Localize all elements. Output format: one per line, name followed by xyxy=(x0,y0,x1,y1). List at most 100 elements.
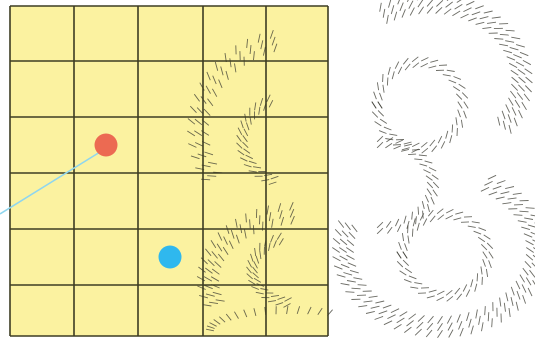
hatch-stroke xyxy=(446,209,453,213)
hatch-stroke xyxy=(394,12,397,21)
hatch-stroke xyxy=(412,57,418,62)
hatch-stroke xyxy=(489,192,497,195)
hatch-stroke xyxy=(397,252,401,259)
hatch-stroke xyxy=(407,0,411,2)
hatch-stroke xyxy=(511,70,519,75)
hatch-stroke xyxy=(350,270,359,273)
hatch-stroke xyxy=(412,150,420,151)
hatch-stroke xyxy=(438,215,444,220)
hatch-stroke xyxy=(472,12,480,15)
hatch-stroke xyxy=(427,7,433,14)
hatch-stroke xyxy=(419,7,424,14)
hatch-stroke xyxy=(377,142,383,148)
hatch-stroke xyxy=(380,93,383,101)
hatch-stroke xyxy=(429,66,437,68)
hatch-stroke xyxy=(397,261,403,267)
hatch-stroke xyxy=(509,308,510,317)
hatch-stroke xyxy=(504,303,505,312)
hatch-stroke xyxy=(455,4,463,9)
hatch-stroke xyxy=(387,15,389,24)
hatch-stroke xyxy=(514,215,523,216)
hatch-stroke xyxy=(436,0,443,6)
hatch-stroke xyxy=(484,181,492,185)
hatch-stroke xyxy=(377,222,383,228)
hatch-stroke xyxy=(427,182,433,188)
hatch-stroke xyxy=(423,219,427,226)
hatch-stroke xyxy=(395,219,398,226)
hatch-stroke xyxy=(488,175,496,179)
hatch-stroke xyxy=(426,330,432,337)
hatch-stroke xyxy=(446,2,453,8)
hatch-stroke xyxy=(521,227,530,230)
hatch-stroke xyxy=(466,290,470,297)
hatch-stroke xyxy=(423,170,430,174)
hatch-stroke xyxy=(358,306,367,307)
hatch-stroke xyxy=(518,69,525,74)
hatch-stroke xyxy=(502,111,505,119)
hatch-stroke xyxy=(463,284,467,291)
hatch-stroke xyxy=(526,248,533,253)
hatch-stroke xyxy=(372,102,376,109)
hatch-stroke xyxy=(410,287,418,288)
hatch-stroke xyxy=(474,231,482,234)
hatch-stroke xyxy=(457,314,460,322)
hatch-stroke xyxy=(429,290,437,292)
hatch-stroke xyxy=(447,316,451,324)
hatch-stroke xyxy=(523,268,529,275)
hatch-stroke xyxy=(517,291,520,300)
hatch-stroke xyxy=(387,78,388,86)
hatch-stroke xyxy=(508,198,517,199)
hatch-stroke xyxy=(383,9,385,18)
red-dot[interactable] xyxy=(95,134,118,157)
hatch-stroke xyxy=(423,211,424,219)
hatch-stroke xyxy=(380,119,387,123)
hatch-stroke xyxy=(391,309,399,313)
hatch-stroke xyxy=(500,34,509,35)
hatch-stroke xyxy=(511,287,514,296)
hatch-stroke xyxy=(405,243,408,250)
hatch-stroke xyxy=(516,45,525,48)
hatch-stroke xyxy=(452,11,460,16)
hatch-stroke xyxy=(340,256,348,260)
hatch-stroke xyxy=(487,243,493,249)
hatch-stroke xyxy=(409,1,413,9)
hatch-stroke xyxy=(353,278,362,280)
hatch-stroke xyxy=(509,125,511,134)
hatch-stroke xyxy=(522,284,526,292)
hatch-stroke xyxy=(450,135,452,143)
hatch-stroke xyxy=(461,120,462,128)
hatch-stroke xyxy=(400,3,403,11)
game-board[interactable] xyxy=(10,6,328,336)
hatch-stroke xyxy=(443,75,451,76)
hatch-stroke xyxy=(412,143,419,147)
hatch-stroke xyxy=(524,218,533,220)
hatch-stroke xyxy=(352,225,358,232)
hatch-stroke xyxy=(391,5,394,14)
hatch-stroke xyxy=(510,47,519,50)
hatch-stroke xyxy=(514,118,517,126)
hatch-stroke xyxy=(492,17,501,18)
hatch-stroke xyxy=(497,181,506,184)
hatch-stroke xyxy=(499,44,508,46)
hatch-stroke xyxy=(455,212,463,214)
hatch-stroke xyxy=(384,127,392,130)
hatch-stroke xyxy=(453,87,460,91)
hatch-stroke xyxy=(507,57,515,60)
hatch-stroke xyxy=(472,222,480,223)
hatch-stroke xyxy=(430,60,438,62)
hatch-stroke xyxy=(366,311,375,313)
hatch-stroke xyxy=(358,285,367,286)
hatch-stroke xyxy=(452,125,453,133)
hatch-stroke xyxy=(446,131,448,139)
hatch-stroke xyxy=(403,252,407,259)
hatch-stroke xyxy=(461,14,469,18)
hatch-stroke xyxy=(505,187,514,189)
hatch-stroke xyxy=(418,207,419,215)
hatch-stroke xyxy=(412,212,413,220)
hatch-stroke xyxy=(454,77,461,80)
hatch-stroke xyxy=(526,254,533,260)
hatch-stroke xyxy=(500,298,501,307)
hatch-stroke xyxy=(421,58,428,62)
hatch-stroke xyxy=(415,329,422,335)
blue-dot[interactable] xyxy=(159,246,182,269)
